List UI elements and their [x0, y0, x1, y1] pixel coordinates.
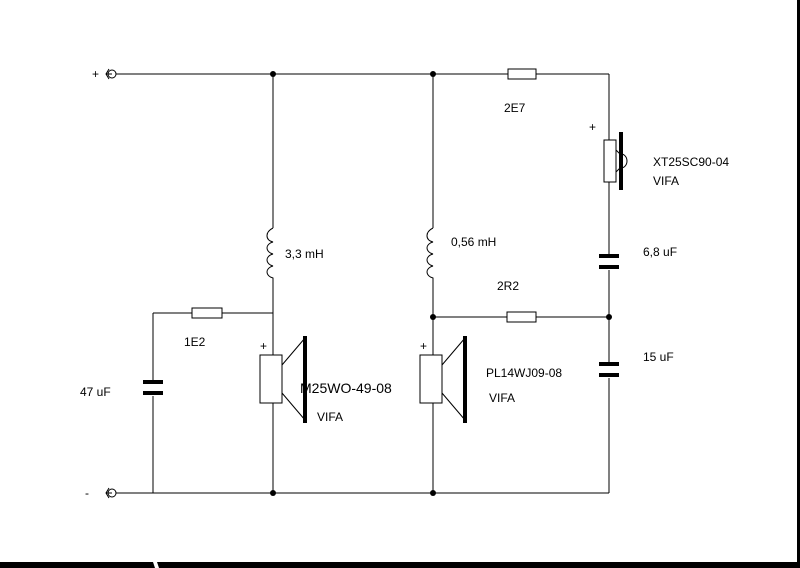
bottom-border-band	[0, 562, 800, 568]
mid-polarity: +	[420, 339, 427, 353]
inductor-l-left	[266, 227, 274, 284]
inductor-l-mid-label: 0,56 mH	[451, 235, 496, 249]
inductor-l-left-label: 3,3 mH	[285, 247, 324, 261]
capacitor-c-left-label: 47 uF	[80, 385, 111, 399]
capacitor-c-shunt-label: 15 uF	[643, 350, 674, 364]
tweeter-model-label: XT25SC90-04	[653, 155, 729, 169]
inductor-l-mid	[426, 227, 434, 284]
woofer-model-label: M25WO-49-08	[300, 380, 392, 396]
plus-terminal-label: +	[92, 67, 99, 81]
capacitor-c-tweeter-label: 6,8 uF	[643, 245, 677, 259]
mid-brand-label: VIFA	[489, 391, 515, 405]
capacitor-c-tweeter	[599, 254, 619, 269]
woofer-brand-label: VIFA	[317, 410, 343, 424]
capacitor-c-left	[143, 380, 163, 395]
woofer-polarity: +	[260, 339, 267, 353]
border-notch	[153, 562, 159, 568]
tweeter-brand-label: VIFA	[653, 174, 679, 188]
resistor-r-mid-label: 2R2	[497, 279, 519, 293]
resistor-r-mid	[506, 311, 537, 323]
minus-terminal-label: -	[85, 486, 89, 500]
tweeter-polarity: +	[589, 120, 596, 134]
resistor-r-left-label: 1E2	[184, 335, 206, 349]
resistor-r-top	[507, 68, 537, 80]
capacitor-c-shunt	[599, 362, 619, 377]
mid-model-label: PL14WJ09-08	[486, 366, 562, 380]
resistor-r-left	[191, 307, 223, 319]
right-border-band	[797, 0, 800, 568]
wires	[116, 73, 610, 494]
junction-dots	[270, 71, 612, 496]
resistor-r-top-label: 2E7	[504, 101, 526, 115]
tweeter-speaker	[603, 132, 628, 190]
mid-speaker	[419, 336, 467, 423]
minus-terminal	[105, 487, 117, 499]
woofer-speaker	[259, 336, 307, 423]
